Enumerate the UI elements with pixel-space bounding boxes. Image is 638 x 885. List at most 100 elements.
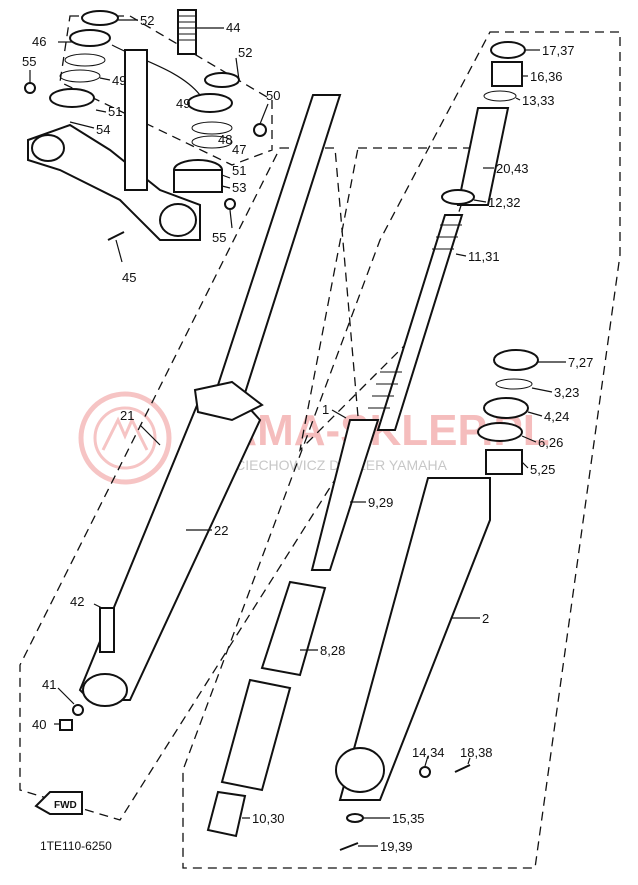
part-cable: [111, 44, 201, 96]
label-41: 41: [42, 677, 56, 692]
label-50: 50: [266, 88, 280, 103]
label-52b: 52: [238, 45, 252, 60]
fwd-label: FWD: [54, 800, 77, 811]
left-fork-assembly: [59, 94, 342, 731]
part-42-bolt: [99, 607, 115, 653]
part-54-under-bracket: [27, 123, 201, 241]
label-49b: 49: [176, 96, 190, 111]
leader-12: [473, 199, 487, 203]
part-11-spring-coils: [368, 224, 462, 409]
leader-14: [424, 755, 429, 767]
leader-42: [93, 603, 103, 609]
part-50-nut: [253, 123, 267, 137]
leader-49a: [99, 77, 111, 81]
label-51a: 51: [108, 104, 122, 119]
part-7-dust-seal: [493, 349, 539, 371]
leader-4: [527, 411, 543, 417]
part-5-bushing: [485, 449, 523, 475]
part-14-bolt: [419, 766, 431, 778]
label-1: 1: [322, 402, 329, 417]
part-44-stem-bolt: [177, 9, 197, 55]
label-19-39: 19,39: [380, 839, 413, 854]
part-3-clip: [495, 378, 533, 390]
right-fork-assembly: [335, 41, 539, 851]
leader-52b: [235, 57, 240, 81]
label-44: 44: [226, 20, 240, 35]
part-18-screw: [454, 764, 471, 773]
label-7-27: 7,27: [568, 355, 593, 370]
leader-13: [515, 97, 521, 101]
leader-21: [139, 424, 161, 446]
part-stem-shaft: [124, 49, 148, 191]
part-13-ring: [483, 90, 517, 102]
label-55b: 55: [212, 230, 226, 245]
group-outlines: [19, 15, 621, 869]
part-54-clamp-right: [159, 203, 197, 237]
label-45: 45: [122, 270, 136, 285]
label-6-26: 6,26: [538, 435, 563, 450]
label-8-28: 8,28: [320, 643, 345, 658]
leader-53: [221, 185, 231, 189]
part-41-washer: [72, 704, 84, 716]
part-10-collar: [206, 790, 247, 838]
leader-45: [115, 239, 123, 263]
leader-6: [521, 435, 537, 443]
leader-51a: [95, 109, 107, 113]
label-11-31: 11,31: [468, 249, 500, 264]
part-48-ring: [191, 121, 233, 135]
part-4-oil-seal: [483, 397, 529, 419]
label-16-36: 16,36: [530, 69, 563, 84]
watermark-logo-mark: [101, 416, 149, 451]
part-40-nut: [59, 719, 73, 731]
fwd-arrow: FWD: [34, 791, 83, 815]
label-20-43: 20,43: [496, 161, 529, 176]
group-outline-21: [19, 147, 361, 821]
leader-55b: [229, 209, 233, 229]
leader-5: [521, 461, 529, 469]
label-12-32: 12,32: [488, 195, 521, 210]
group-outline-46: [59, 15, 273, 166]
label-13-33: 13,33: [522, 93, 555, 108]
part-51-bearing: [49, 88, 95, 108]
part-52-right-seal: [204, 72, 240, 88]
part-44-thread: [178, 15, 196, 41]
part-labels: 52 44 46 55 49 52 51 54 49 50 48 47 51 5…: [22, 13, 593, 854]
part-45-bolt: [107, 231, 125, 241]
label-9-29: 9,29: [368, 495, 393, 510]
label-18-38: 18,38: [460, 745, 493, 760]
leader-18: [467, 757, 471, 765]
upper-bracket-assembly: [24, 9, 267, 241]
part-bearing-upper: [69, 29, 111, 47]
label-21: 21: [120, 408, 134, 423]
part-55-bolt-left: [24, 82, 36, 94]
watermark: YAMA-SKLEP.PL WOJCIECHOWICZ DEALER YAMAH…: [78, 391, 550, 485]
label-14-34: 14,34: [412, 745, 445, 760]
part-22-axle-boss: [82, 673, 128, 707]
part-11-spring: [376, 214, 464, 431]
label-22: 22: [214, 523, 228, 538]
part-8-sleeve: [260, 580, 327, 677]
drawing-code: 1TE110-6250: [40, 839, 112, 853]
leader-11: [455, 253, 467, 257]
part-52-top-seal: [81, 10, 119, 26]
label-55a: 55: [22, 54, 36, 69]
part-dust-tube: [220, 678, 292, 792]
label-49a: 49: [112, 73, 126, 88]
label-47: 47: [232, 142, 246, 157]
leader-54: [69, 121, 95, 129]
label-2: 2: [482, 611, 489, 626]
leader-1: [331, 409, 347, 419]
label-46: 46: [32, 34, 46, 49]
part-6-washer: [477, 422, 523, 442]
fwd-arrow-icon: [34, 791, 83, 815]
leader-50: [259, 103, 269, 125]
leader-51b: [221, 174, 231, 179]
part-50-bearing-right: [187, 93, 233, 113]
part-15-washer: [346, 813, 364, 823]
label-17-37: 17,37: [542, 43, 575, 58]
part-55-bolt-right: [224, 198, 236, 210]
part-53-collar: [173, 169, 223, 193]
part-16-plug: [491, 61, 523, 87]
leader-lines: [29, 19, 566, 847]
